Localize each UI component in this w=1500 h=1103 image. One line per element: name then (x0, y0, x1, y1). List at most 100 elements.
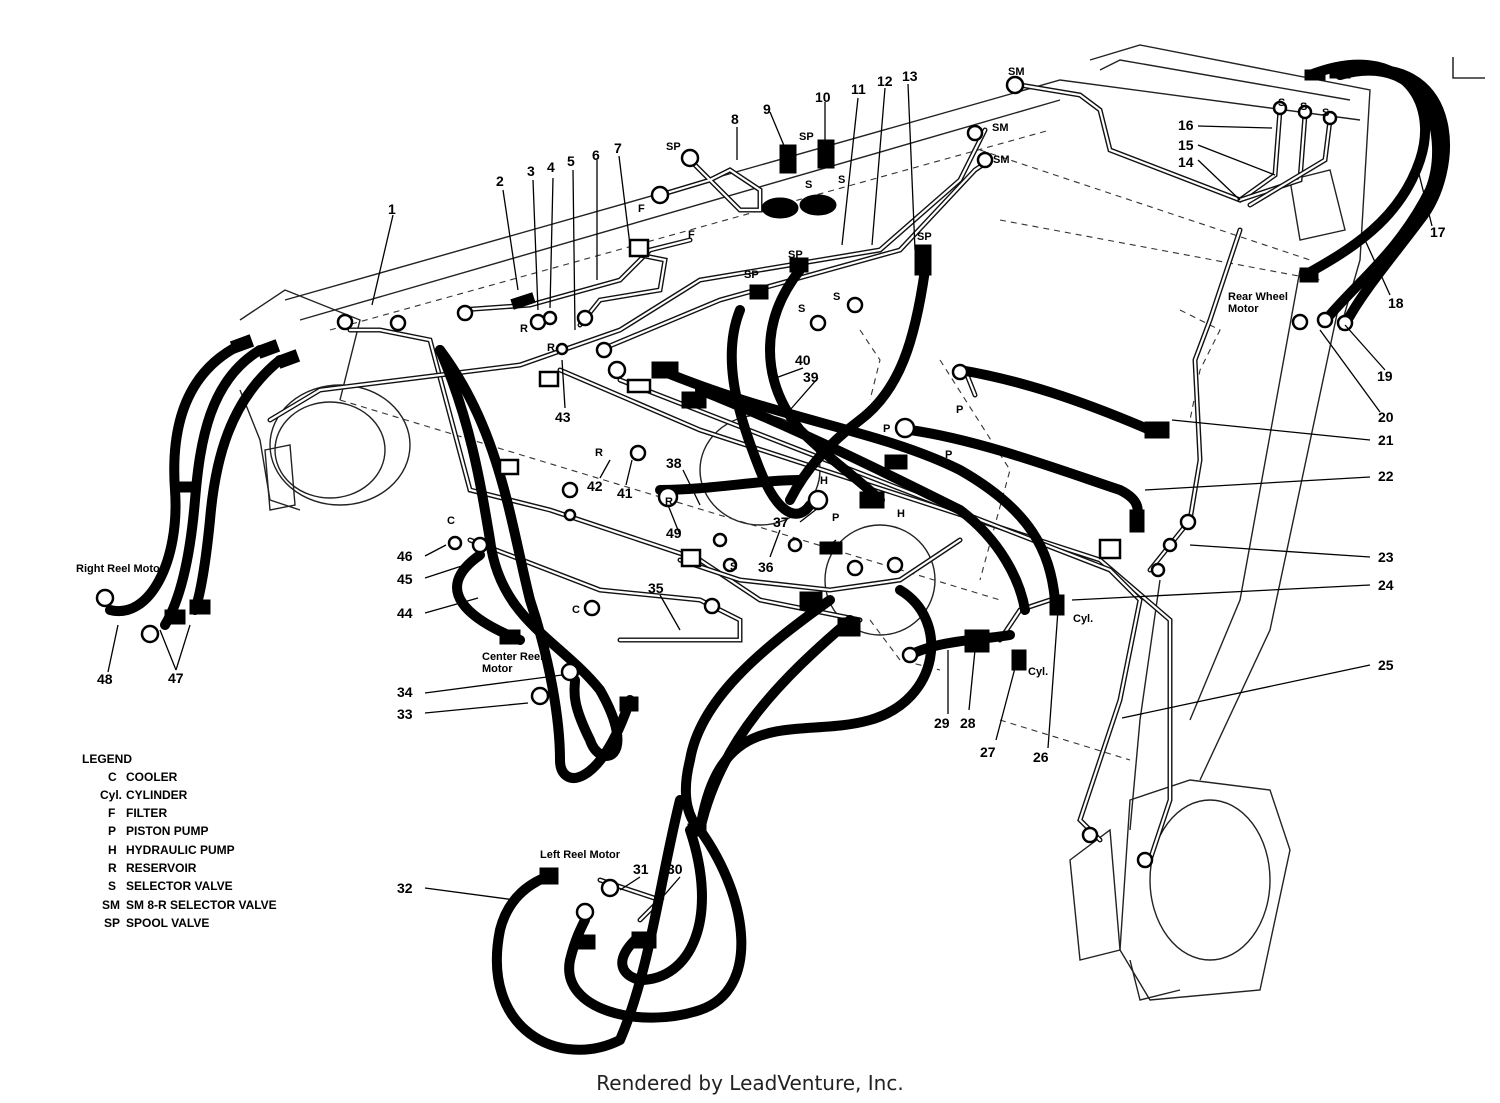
hoses (105, 59, 1450, 1055)
callout-17: 17 (1430, 224, 1446, 240)
port-f-1: F (638, 203, 645, 215)
legend-code: SP (104, 916, 120, 930)
legend-item-cooler: C COOLER (108, 770, 178, 784)
port-s-2: S (838, 174, 845, 186)
port-sp-1: SP (666, 141, 681, 153)
callout-37: 37 (773, 514, 789, 530)
legend-code: P (108, 824, 116, 838)
callout-4: 4 (547, 159, 555, 175)
port-sp-2: SP (799, 131, 814, 143)
port-s-4: S (833, 291, 840, 303)
legend-item-sm-selector-valve: SM SM 8-R SELECTOR VALVE (102, 898, 277, 912)
port-code-labels: SM SM SM SP SP SP SP SP S S S S S S S F … (447, 66, 1329, 678)
legend-desc: COOLER (126, 770, 178, 784)
port-r-3: R (595, 447, 603, 459)
left-reel-motor-label: Left Reel Motor (540, 849, 621, 861)
footer-credit: Rendered by LeadVenture, Inc. (596, 1071, 903, 1095)
port-sp-4: SP (744, 269, 759, 281)
callout-35: 35 (648, 580, 664, 596)
legend-item-selector-valve: S SELECTOR VALVE (108, 879, 233, 893)
callout-5: 5 (567, 153, 575, 169)
legend-code: F (108, 806, 115, 820)
callout-24: 24 (1378, 577, 1394, 593)
callout-36: 36 (758, 559, 774, 575)
port-s-6: S (1300, 101, 1307, 113)
port-s-5: S (1278, 97, 1285, 109)
callout-2: 2 (496, 173, 504, 189)
port-sm-2: SM (992, 122, 1009, 134)
corner-mark (1452, 57, 1485, 79)
callout-49: 49 (666, 525, 682, 541)
port-cyl-2: Cyl. (1028, 666, 1048, 678)
callout-26: 26 (1033, 749, 1049, 765)
legend-item-reservoir: R RESERVOIR (108, 861, 197, 875)
port-r-2: R (547, 342, 555, 354)
port-p-4: P (832, 512, 839, 524)
callout-45: 45 (397, 571, 413, 587)
callout-46: 46 (397, 548, 413, 564)
callout-42: 42 (587, 478, 603, 494)
callout-31: 31 (633, 861, 649, 877)
right-reel-motor-label: Right Reel Motor (76, 563, 165, 575)
legend-desc: FILTER (126, 806, 167, 820)
callout-19: 19 (1377, 368, 1393, 384)
callout-44: 44 (397, 605, 413, 621)
port-r-1: R (520, 323, 528, 335)
port-h-1: H (820, 475, 828, 487)
callout-12: 12 (877, 73, 893, 89)
legend-code: H (108, 843, 117, 857)
port-h-2: H (897, 508, 905, 520)
legend-code: SM (102, 898, 120, 912)
legend-desc: PISTON PUMP (126, 824, 208, 838)
callout-38: 38 (666, 455, 682, 471)
port-r-4: R (665, 496, 673, 508)
callout-14: 14 (1178, 154, 1194, 170)
callout-10: 10 (815, 89, 831, 105)
callout-20: 20 (1378, 409, 1394, 425)
port-f-2: F (688, 229, 695, 241)
callout-48: 48 (97, 671, 113, 687)
callout-34: 34 (397, 684, 413, 700)
port-s-1: S (805, 179, 812, 191)
callout-40: 40 (795, 352, 811, 368)
legend-code: Cyl. (100, 788, 122, 802)
callout-32: 32 (397, 880, 413, 896)
port-s-8: S (730, 561, 737, 573)
port-p-1: P (883, 423, 890, 435)
legend-item-hydraulic-pump: H HYDRAULIC PUMP (108, 843, 235, 857)
callout-29: 29 (934, 715, 950, 731)
callout-18: 18 (1388, 295, 1404, 311)
leader-lines (107, 83, 1433, 901)
port-s-3: S (798, 303, 805, 315)
callout-27: 27 (980, 744, 996, 760)
legend: LEGEND C COOLER Cyl. CYLINDER F FILTER P… (82, 752, 277, 930)
legend-item-piston-pump: P PISTON PUMP (108, 824, 208, 838)
legend-title: LEGEND (82, 752, 132, 766)
legend-code: R (108, 861, 117, 875)
callout-28: 28 (960, 715, 976, 731)
port-s-7: S (1322, 107, 1329, 119)
legend-item-filter: F FILTER (108, 806, 167, 820)
legend-item-spool-valve: SP SPOOL VALVE (104, 916, 209, 930)
callout-39: 39 (803, 369, 819, 385)
port-p-2: P (945, 449, 952, 461)
callout-30: 30 (667, 861, 683, 877)
label-line: Center Reel (482, 651, 543, 663)
rigid-tubes (267, 82, 1333, 923)
port-p-3: P (956, 404, 963, 416)
fittings (95, 61, 1376, 950)
callout-1: 1 (388, 201, 396, 217)
callout-25: 25 (1378, 657, 1394, 673)
callout-22: 22 (1378, 468, 1394, 484)
legend-desc: HYDRAULIC PUMP (126, 843, 235, 857)
port-sp-5: SP (917, 231, 932, 243)
port-c-1: C (447, 515, 455, 527)
legend-desc: SPOOL VALVE (126, 916, 209, 930)
port-sm-1: SM (1008, 66, 1025, 78)
callout-11: 11 (851, 81, 866, 97)
callout-21: 21 (1378, 432, 1394, 448)
